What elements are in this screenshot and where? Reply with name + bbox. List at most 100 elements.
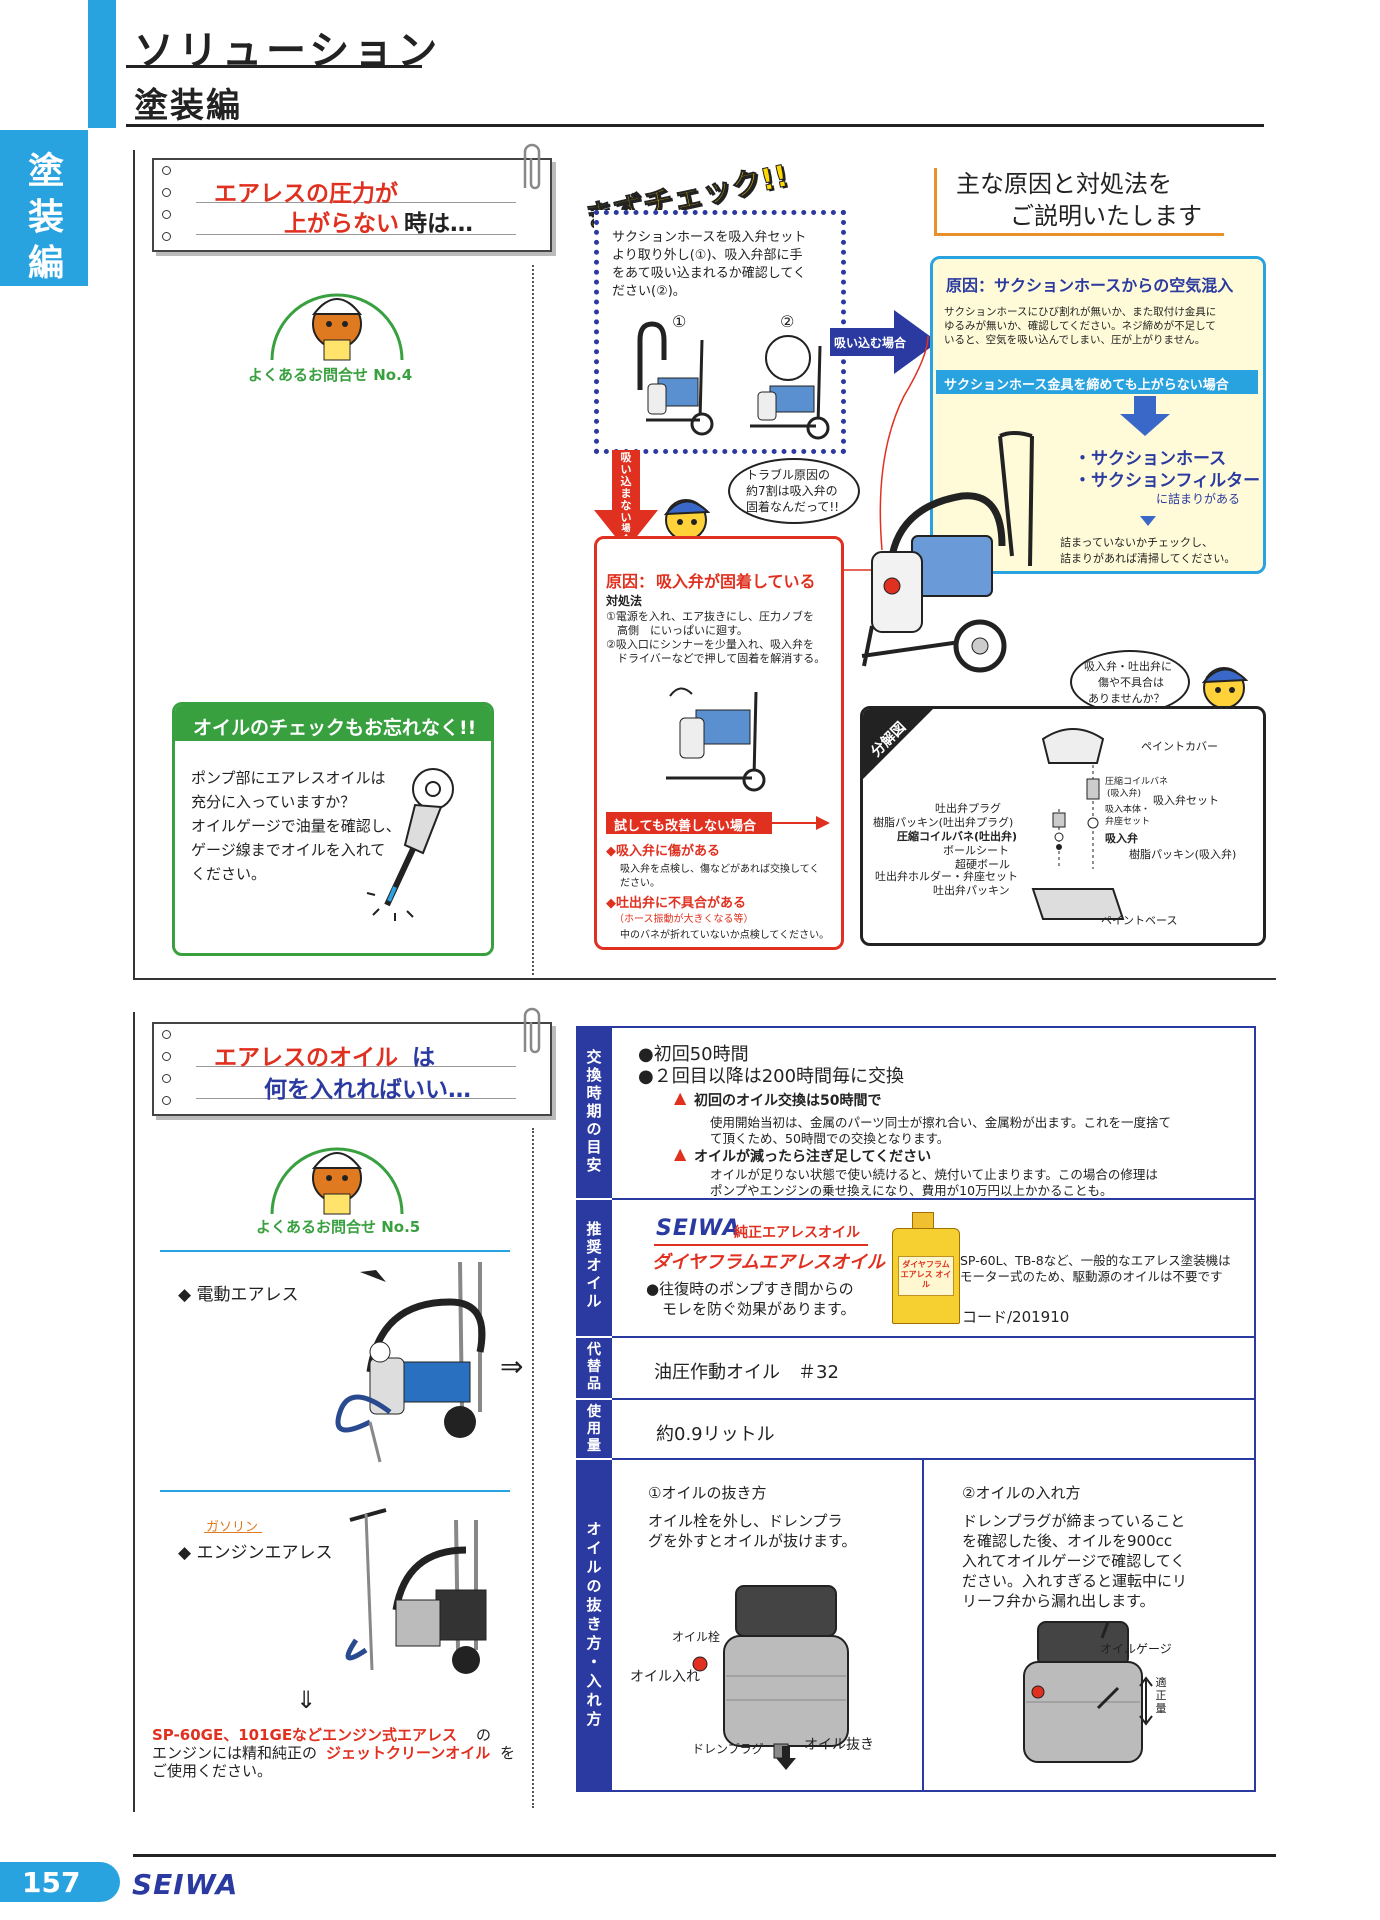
damage-bubble-text: ありませんか？ xyxy=(1088,692,1165,705)
oil-check-title-bar xyxy=(175,705,491,741)
header-recommended-oil: 推 奨 オ イ ル xyxy=(576,1220,612,1310)
oil-amount: 約0.9リットル xyxy=(656,1424,775,1445)
cause1-body: サクションホースにひび割れが無いか、また取付け金具に xyxy=(944,306,1217,318)
hdr-sep xyxy=(576,1458,612,1460)
arrow-right-icon xyxy=(830,310,938,374)
recommended-note: SP-60L、TB-8など、一般的なエアレス塗装機は xyxy=(960,1253,1231,1268)
oil-check-title: オイルのチェックもお忘れなく!! xyxy=(193,717,477,739)
check-step2-label: ② xyxy=(780,312,795,331)
oil-check-body: ゲージ線までオイルを入れて xyxy=(191,841,386,859)
cause1-tsumari: に詰まりがある xyxy=(1156,492,1241,506)
suikomanai-char: 込 xyxy=(620,475,632,488)
memo-holes xyxy=(162,166,174,246)
hdr-char: 安 xyxy=(586,1156,602,1174)
product-benefit: モレを防ぐ効果があります。 xyxy=(662,1300,856,1318)
label-intake: 吸入弁 xyxy=(1105,832,1138,845)
suikomanai-char: な xyxy=(620,499,632,512)
gasoline-underline xyxy=(204,1532,262,1533)
cause2-sub: 対処法 xyxy=(606,594,643,608)
hdr-char: 期 xyxy=(586,1102,602,1120)
footer-brand-logo: SEIWA xyxy=(132,1868,239,1901)
memo-line xyxy=(196,1066,516,1067)
engine-note-f: ご使用ください。 xyxy=(152,1762,273,1780)
label-paint-base: ペイントベース xyxy=(1101,914,1178,927)
label-coil-outlet: 圧縮コイルバネ(吐出弁) xyxy=(897,830,1018,843)
engine-airless-label: ◆ エンジンエアレス xyxy=(178,1543,333,1563)
hdr-char: 入 xyxy=(586,1672,602,1690)
cause-suction-air-box xyxy=(930,256,1266,574)
hdr-char: の xyxy=(586,1120,602,1138)
cause1-body: ゆるみが無いか、確認してください。ネジ締めが不足して xyxy=(944,320,1216,332)
timing-subsequent: ●２回目以降は200時間毎に交換 xyxy=(638,1066,905,1087)
timing-first: ●初回50時間 xyxy=(638,1044,749,1065)
engine-note-d: ジェットクリーンオイル xyxy=(326,1744,491,1762)
hdr-char: ・ xyxy=(586,1653,602,1671)
cause2-bar-label: 試しても改善しない場合 xyxy=(614,819,756,834)
fill-method-text: リーフ弁から漏れ出します。 xyxy=(962,1592,1155,1610)
memo2-line2: 何を入れればいい… xyxy=(264,1077,471,1103)
fill-method-text: ドレンプラグが締まっていること xyxy=(962,1512,1186,1530)
bottom-section-left-rule xyxy=(133,1012,135,1812)
memo-holes xyxy=(162,1030,174,1110)
warning-icon: ▲ xyxy=(674,1144,687,1163)
cause1-bar-label: サクションホース金具を締めても上がらない場合 xyxy=(944,378,1229,393)
cause2-item1-note: 吸入弁を点検し、傷などがあれば交換してく xyxy=(620,864,820,875)
cause2-step: ②吸入口にシンナーを少量入れ、吸入弁を xyxy=(606,638,814,651)
label-oil-plug: オイル栓 xyxy=(672,1630,721,1644)
cause1-body: いると、空気を吸い込んでしまい、圧が上がりません。 xyxy=(944,334,1206,346)
main-cause-line1: 主な原因と対処法を xyxy=(956,170,1172,198)
cause1-bar xyxy=(936,370,1258,394)
sprayer-large-icon xyxy=(861,431,1034,673)
engine-note-e: を xyxy=(500,1744,516,1762)
cause2-title-prefix: 原因： xyxy=(606,572,655,591)
pump-fill-icon xyxy=(1023,1621,1153,1763)
top-section-left-rule xyxy=(133,150,135,980)
mascot-boy-icon xyxy=(663,499,711,541)
arrow-to-table: ⇒ xyxy=(500,1350,524,1383)
suikomanai-label: 吸 い 込 ま な い 場 合 xyxy=(617,452,635,546)
hdr-char: の xyxy=(586,1577,602,1595)
gasoline-ruby: ガソリン xyxy=(206,1520,259,1535)
cause1-item2: ・サクションフィルター xyxy=(1074,471,1261,491)
arrow-down-note: ⇓ xyxy=(296,1686,317,1714)
suikomanai-char: 吸 xyxy=(620,451,632,464)
hdr-char: 品 xyxy=(587,1376,601,1392)
fill-method-text: 入れてオイルゲージで確認してく xyxy=(962,1552,1186,1570)
arrow-down-blue-icon xyxy=(1120,396,1170,436)
side-tab: 塗 装 編 xyxy=(0,130,88,286)
triangle-down-icon xyxy=(1140,516,1156,526)
header-amount: 使 用 量 xyxy=(576,1404,612,1455)
check-dotted-box xyxy=(594,210,846,454)
hdr-char: 方 xyxy=(586,1634,602,1652)
main-cause-line2: ご説明いたします xyxy=(1010,202,1202,230)
label-resin-intake: 樹脂パッキン(吸入弁) xyxy=(1129,848,1237,861)
label-proper-level: 適 正 量 xyxy=(1154,1676,1168,1715)
cause2-item2-note: 中のバネが折れていないか点検してください。 xyxy=(620,930,830,941)
engine-note-c: エンジンには精和純正の xyxy=(152,1744,318,1762)
brand-logo: SEIWA xyxy=(656,1216,741,1241)
title-underline xyxy=(126,65,422,68)
oil-check-body: ください。 xyxy=(191,865,267,883)
hdr-char: 用 xyxy=(587,1421,601,1437)
warning1-note: て頂くため、50時間での交換となります。 xyxy=(710,1131,950,1146)
label-body-seat: 吸入本体・ xyxy=(1105,805,1151,815)
hdr-sep xyxy=(576,1336,612,1338)
hdr-char: 奨 xyxy=(586,1238,602,1256)
engine-note-b: の xyxy=(476,1726,492,1744)
product-code: コード/201910 xyxy=(962,1308,1070,1326)
cause2-bar xyxy=(606,812,772,834)
arrow-right-small-icon xyxy=(772,816,830,830)
hdr-char: 量 xyxy=(587,1438,601,1454)
oil-check-body: ポンプ部にエアレスオイルは xyxy=(191,769,386,787)
electric-airless-label: ◆ 電動エアレス xyxy=(178,1285,299,1305)
oil-check-body: 充分に入っていますか？ xyxy=(191,793,356,811)
top-section-bottom-rule xyxy=(133,978,1276,980)
memo-line xyxy=(196,202,516,203)
hdr-char: イ xyxy=(586,1539,602,1557)
check-step1-label: ① xyxy=(672,312,687,331)
header-blue-bar xyxy=(88,0,116,128)
label-resin-outlet: 樹脂パッキン(吐出弁プラグ) xyxy=(873,816,1014,829)
warning-icon: ▲ xyxy=(674,1088,687,1107)
main-cause-bracket xyxy=(934,168,1224,236)
hdr-char: イ xyxy=(586,1274,602,1292)
